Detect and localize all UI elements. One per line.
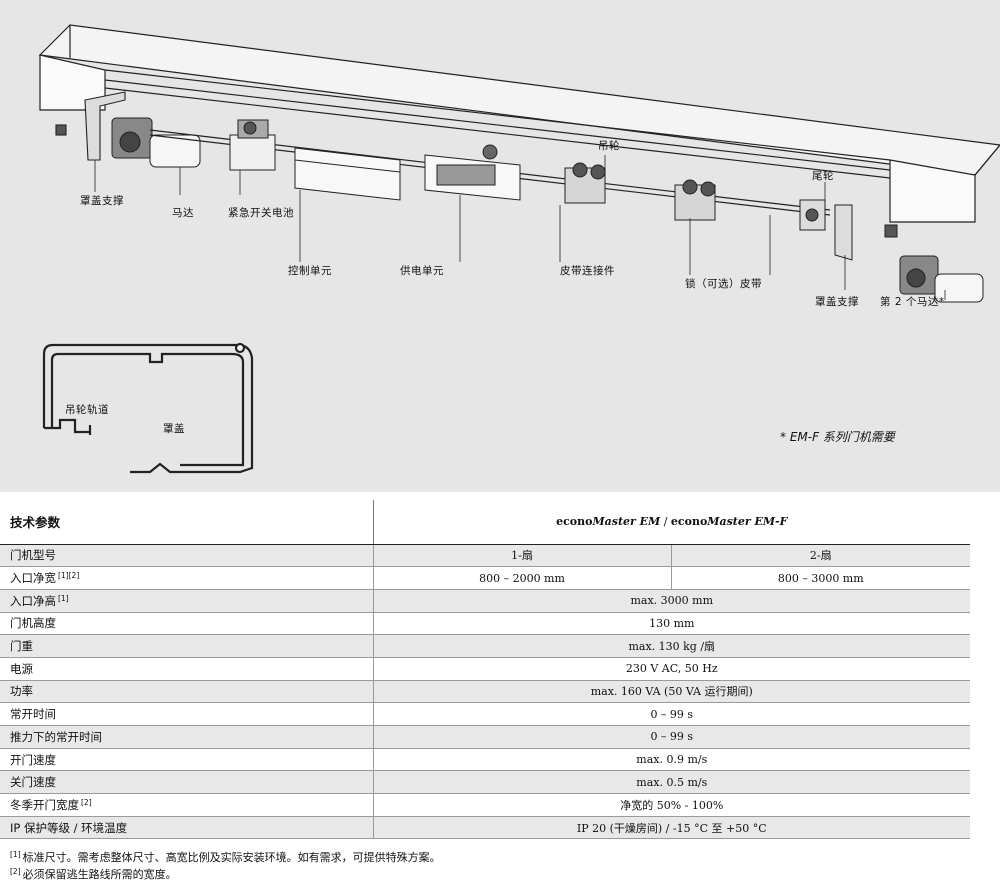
callout-second-motor: 第 2 个马达*	[880, 296, 945, 308]
product-name: econoMaster EM / econoMaster EM-F	[372, 500, 971, 545]
cross-section-profile	[42, 342, 254, 474]
callout-emergency-battery: 紧急开关电池	[228, 207, 294, 219]
callout-hanger-wheel: 吊轮	[598, 140, 620, 152]
row-value: max. 0.5 m/s	[372, 770, 971, 795]
spec-table: 技术参数 econoMaster EM / econoMaster EM-F 门…	[0, 500, 971, 840]
row-value: max. 160 VA (50 VA 运行期间)	[372, 680, 971, 704]
row-label: 电源	[0, 657, 373, 681]
row-label: 开门速度	[0, 748, 373, 772]
second-motor-part	[899, 255, 984, 303]
row-value: max. 0.9 m/s	[372, 748, 971, 772]
callout-cover: 罩盖	[163, 423, 185, 435]
callout-tail-wheel: 尾轮	[812, 170, 834, 182]
row-value: 230 V AC, 50 Hz	[372, 657, 971, 681]
cover-support-left-part	[55, 91, 126, 161]
assembly-drawing	[38, 24, 1000, 474]
footnote-1: [1]标准尺寸。需考虑整体尺寸、高宽比例及实际安装环境。如有需求，可提供特殊方案…	[10, 850, 441, 864]
spec-table-header: 技术参数 econoMaster EM / econoMaster EM-F	[0, 500, 971, 545]
motor-part	[111, 117, 201, 168]
hanger-wheel-part	[564, 162, 716, 221]
table-row: 冬季开门宽度[2]净宽的 50% - 100%	[0, 793, 971, 817]
battery-part	[229, 119, 276, 171]
callout-cover-support-right: 罩盖支撑	[815, 296, 859, 308]
table-row: 入口净高[1]max. 3000 mm	[0, 589, 971, 613]
row-label: 推力下的常开时间	[0, 725, 373, 749]
assembly-diagram: 罩盖支撑 马达 紧急开关电池 控制单元 供电单元 吊轮 皮带连接件 锁（可选）皮…	[0, 0, 1000, 492]
footnotes: [1]标准尺寸。需考虑整体尺寸、高宽比例及实际安装环境。如有需求，可提供特殊方案…	[10, 848, 441, 882]
row-value: 800 – 3000 mm	[670, 566, 971, 590]
callout-lock-belt: 锁（可选）皮带	[685, 278, 762, 290]
row-value: 1-扇	[372, 544, 671, 568]
row-value: max. 3000 mm	[372, 589, 971, 613]
callout-cover-support-left: 罩盖支撑	[80, 195, 124, 207]
row-label: 入口净高[1]	[0, 589, 373, 613]
callout-belt-connector: 皮带连接件	[560, 265, 615, 277]
row-value: 130 mm	[372, 612, 971, 636]
row-value: 净宽的 50% - 100%	[372, 793, 971, 817]
row-label: 门机高度	[0, 612, 373, 636]
row-value: max. 130 kg /扇	[372, 634, 971, 658]
control-unit-part	[294, 147, 401, 201]
diagram-note: * EM-F 系列门机需要	[780, 430, 895, 444]
callout-wheel-track: 吊轮轨道	[65, 404, 109, 416]
row-label: IP 保护等级 / 环境温度	[0, 816, 373, 840]
callout-motor: 马达	[172, 207, 194, 219]
row-value: 2-扇	[670, 544, 971, 568]
footnote-2: [2]必须保留逃生路线所需的宽度。	[10, 867, 177, 881]
row-value: 0 – 99 s	[372, 725, 971, 749]
spec-table-section: 技术参数 econoMaster EM / econoMaster EM-F 门…	[0, 500, 1000, 840]
row-label: 关门速度	[0, 770, 373, 795]
row-label: 常开时间	[0, 702, 373, 726]
leader-lines	[94, 155, 946, 300]
tail-wheel-part	[799, 199, 898, 261]
row-label: 门机型号	[0, 544, 373, 568]
row-value: IP 20 (干燥房间) / -15 °C 至 +50 °C	[372, 816, 971, 840]
row-value: 0 – 99 s	[372, 702, 971, 726]
row-value: 800 – 2000 mm	[372, 566, 671, 590]
row-label: 入口净宽[1][2]	[0, 566, 373, 590]
row-label: 门重	[0, 634, 373, 658]
row-label: 功率	[0, 680, 373, 704]
cover-rail	[38, 24, 1000, 223]
callout-control-unit: 控制单元	[288, 265, 332, 277]
row-label: 冬季开门宽度[2]	[0, 793, 373, 817]
power-unit-part	[424, 144, 521, 201]
callout-power-unit: 供电单元	[400, 265, 444, 277]
spec-table-title: 技术参数	[0, 500, 373, 545]
